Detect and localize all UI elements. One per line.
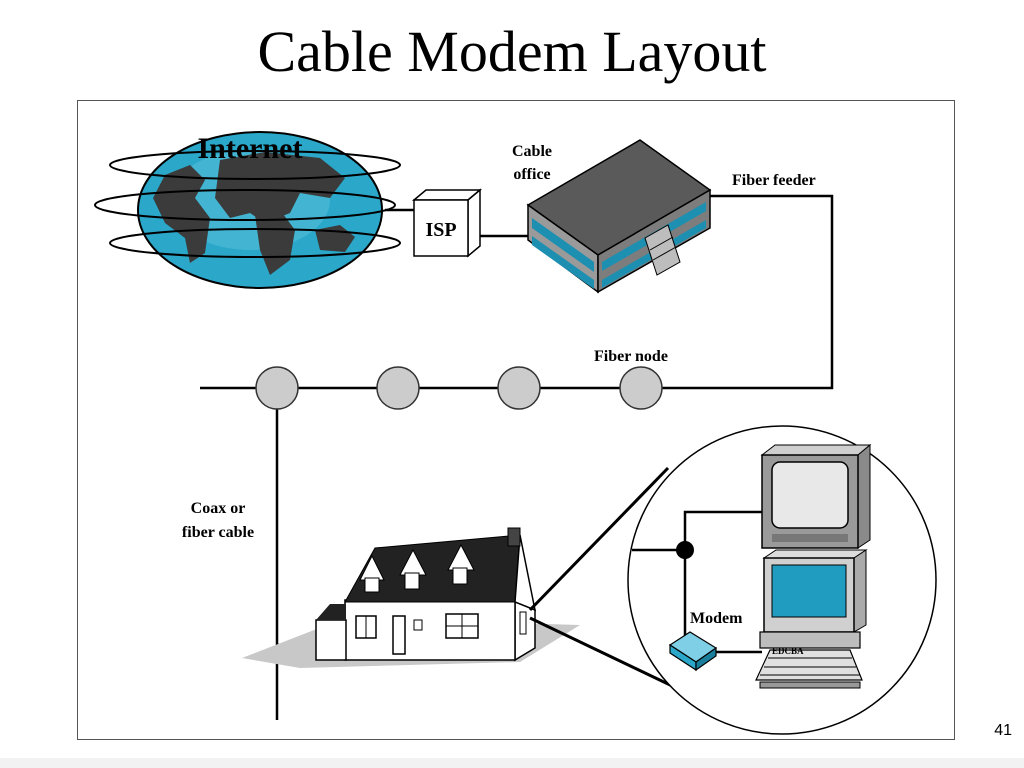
fiber-feeder-label: Fiber feeder	[732, 172, 816, 189]
fiber-node	[619, 366, 663, 410]
page-number: 41	[994, 722, 1012, 739]
tv-icon	[760, 443, 872, 549]
isp-label: ISP	[425, 219, 456, 241]
modem-icon	[668, 631, 718, 672]
globe-ring-bottom	[109, 228, 401, 258]
isp-box	[411, 188, 483, 258]
house-icon	[242, 527, 580, 668]
fiber-nodes	[255, 366, 663, 410]
fiber-node	[376, 366, 420, 410]
continent-africa	[255, 210, 295, 275]
slide-title: Cable Modem Layout	[257, 19, 767, 84]
computer-icon	[755, 549, 868, 689]
fiber-feeder-line	[660, 194, 834, 390]
cable-office-label-line1: Cable	[512, 143, 552, 160]
splitter-junction	[676, 541, 694, 559]
globe-ring-middle	[94, 189, 396, 221]
continent-americas	[153, 165, 210, 263]
fiber-node	[255, 366, 299, 410]
fiber-node-label: Fiber node	[594, 348, 668, 365]
coax-label-line2: fiber cable	[182, 524, 254, 541]
cable-office-label-line2: office	[513, 166, 550, 183]
keyboard-label: EDCBA	[772, 646, 804, 656]
globe-icon	[94, 131, 401, 289]
building-icon	[526, 139, 712, 294]
modem-label: Modem	[690, 610, 743, 627]
globe-ring-top	[109, 150, 401, 180]
coax-label-line1: Coax or	[191, 500, 246, 517]
diagram-frame	[77, 100, 955, 740]
house-door	[392, 615, 406, 655]
fiber-node	[497, 366, 541, 410]
internet-label: Internet	[198, 132, 303, 165]
continent-eurasia	[215, 152, 345, 223]
bottom-bar	[0, 758, 1024, 768]
